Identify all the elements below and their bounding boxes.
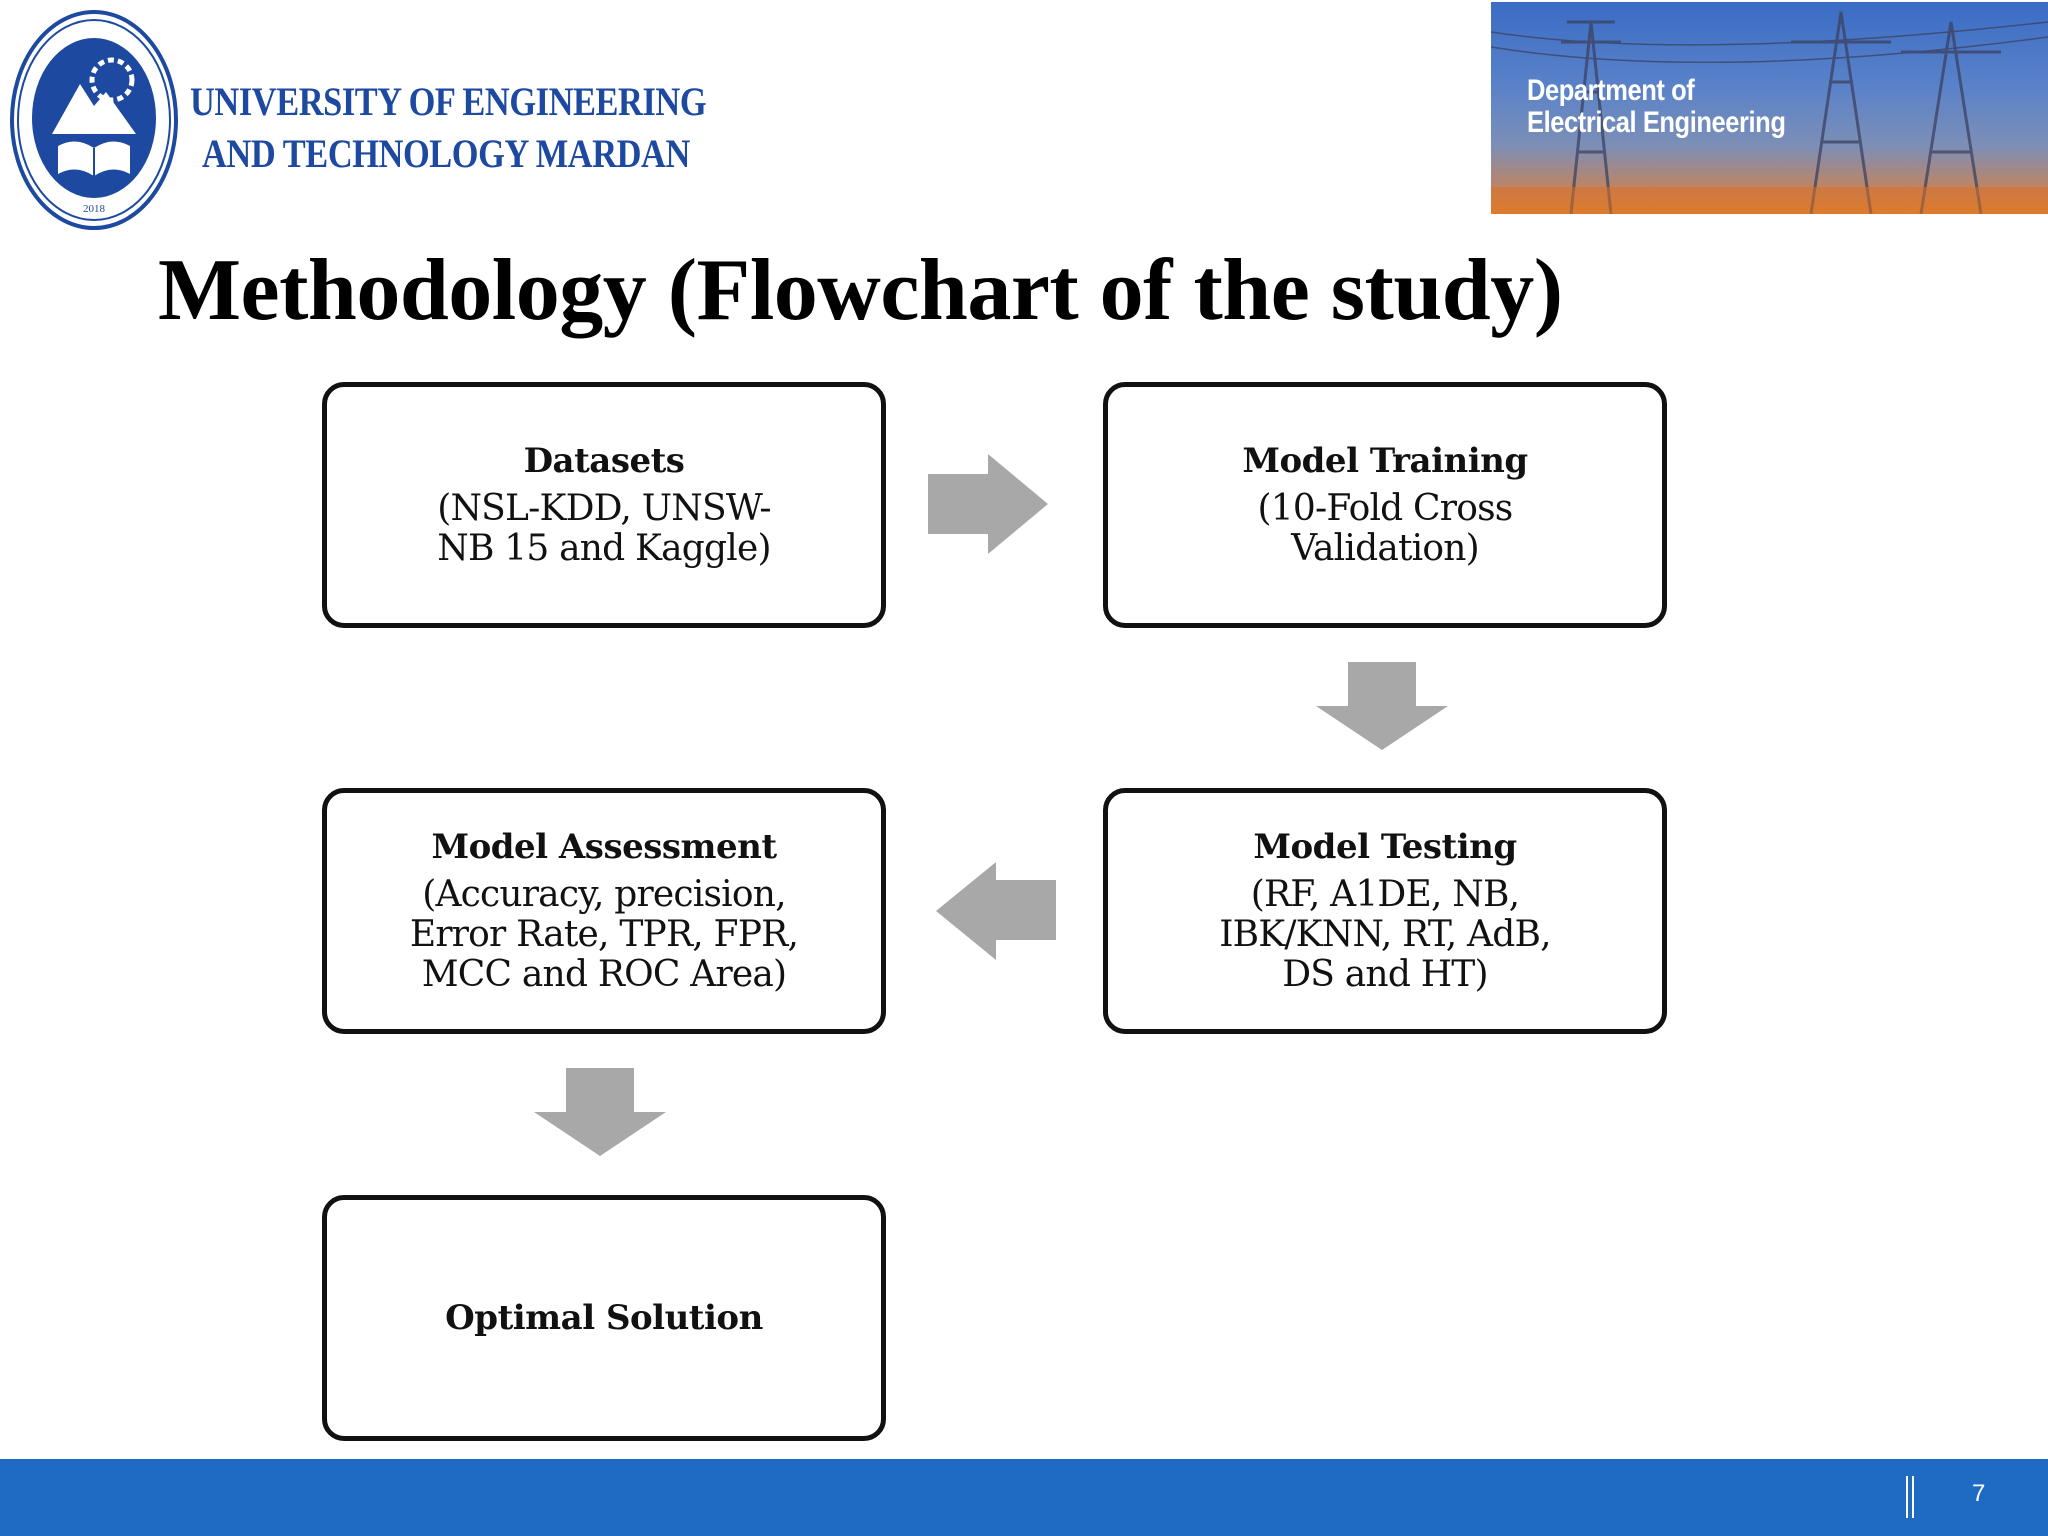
box-body: (Accuracy, precision, Error Rate, TPR, F… bbox=[390, 875, 818, 995]
department-line-2: Electrical Engineering bbox=[1527, 106, 1786, 139]
page-number: 7 bbox=[1972, 1480, 1986, 1507]
flow-box-optimal-solution: Optimal Solution bbox=[322, 1195, 886, 1441]
box-body: (NSL-KDD, UNSW- NB 15 and Kaggle) bbox=[417, 489, 791, 569]
box-line: Validation) bbox=[1291, 528, 1480, 569]
university-seal-logo: 2018 bbox=[8, 6, 180, 234]
department-line-1: Department of bbox=[1527, 74, 1695, 107]
seal-year: 2018 bbox=[83, 203, 106, 215]
box-line: NB 15 and Kaggle) bbox=[437, 528, 771, 569]
arrow-down-icon bbox=[534, 1068, 666, 1156]
page-title: Methodology (Flowchart of the study) bbox=[158, 242, 1563, 339]
university-name-line-1: UNIVERSITY OF ENGINEERING bbox=[190, 79, 707, 124]
box-title: Optimal Solution bbox=[445, 1298, 763, 1338]
university-name-line-2: AND TECHNOLOGY MARDAN bbox=[202, 131, 690, 176]
transmission-tower-graphic bbox=[1491, 11, 2048, 214]
box-title: Datasets bbox=[523, 441, 685, 481]
box-body: (RF, A1DE, NB, IBK/KNN, RT, AdB, DS and … bbox=[1199, 875, 1571, 995]
arrow-left-icon bbox=[936, 862, 1056, 960]
box-title: Model Testing bbox=[1253, 827, 1517, 867]
box-line: (10-Fold Cross bbox=[1257, 488, 1514, 529]
box-line: MCC and ROC Area) bbox=[421, 954, 787, 995]
department-banner: Department of Electrical Engineering bbox=[1491, 2, 2048, 214]
box-title: Model Training bbox=[1242, 441, 1528, 481]
box-title: Model Assessment bbox=[431, 827, 777, 867]
arrow-right-icon bbox=[928, 454, 1048, 554]
flow-box-model-testing: Model Testing (RF, A1DE, NB, IBK/KNN, RT… bbox=[1103, 788, 1667, 1034]
box-line: (RF, A1DE, NB, bbox=[1250, 874, 1520, 915]
box-line: IBK/KNN, RT, AdB, bbox=[1219, 914, 1551, 955]
box-body: (10-Fold Cross Validation) bbox=[1238, 489, 1533, 569]
footer-bar bbox=[0, 1459, 2048, 1536]
flow-box-model-training: Model Training (10-Fold Cross Validation… bbox=[1103, 382, 1667, 628]
box-line: (Accuracy, precision, bbox=[422, 874, 786, 915]
box-line: Error Rate, TPR, FPR, bbox=[409, 914, 799, 955]
footer-divider bbox=[1906, 1476, 1914, 1518]
box-line: DS and HT) bbox=[1282, 954, 1488, 995]
flow-box-datasets: Datasets (NSL-KDD, UNSW- NB 15 and Kaggl… bbox=[322, 382, 886, 628]
arrow-down-icon bbox=[1316, 662, 1448, 750]
box-line: (NSL-KDD, UNSW- bbox=[437, 488, 771, 529]
flow-box-model-assessment: Model Assessment (Accuracy, precision, E… bbox=[322, 788, 886, 1034]
